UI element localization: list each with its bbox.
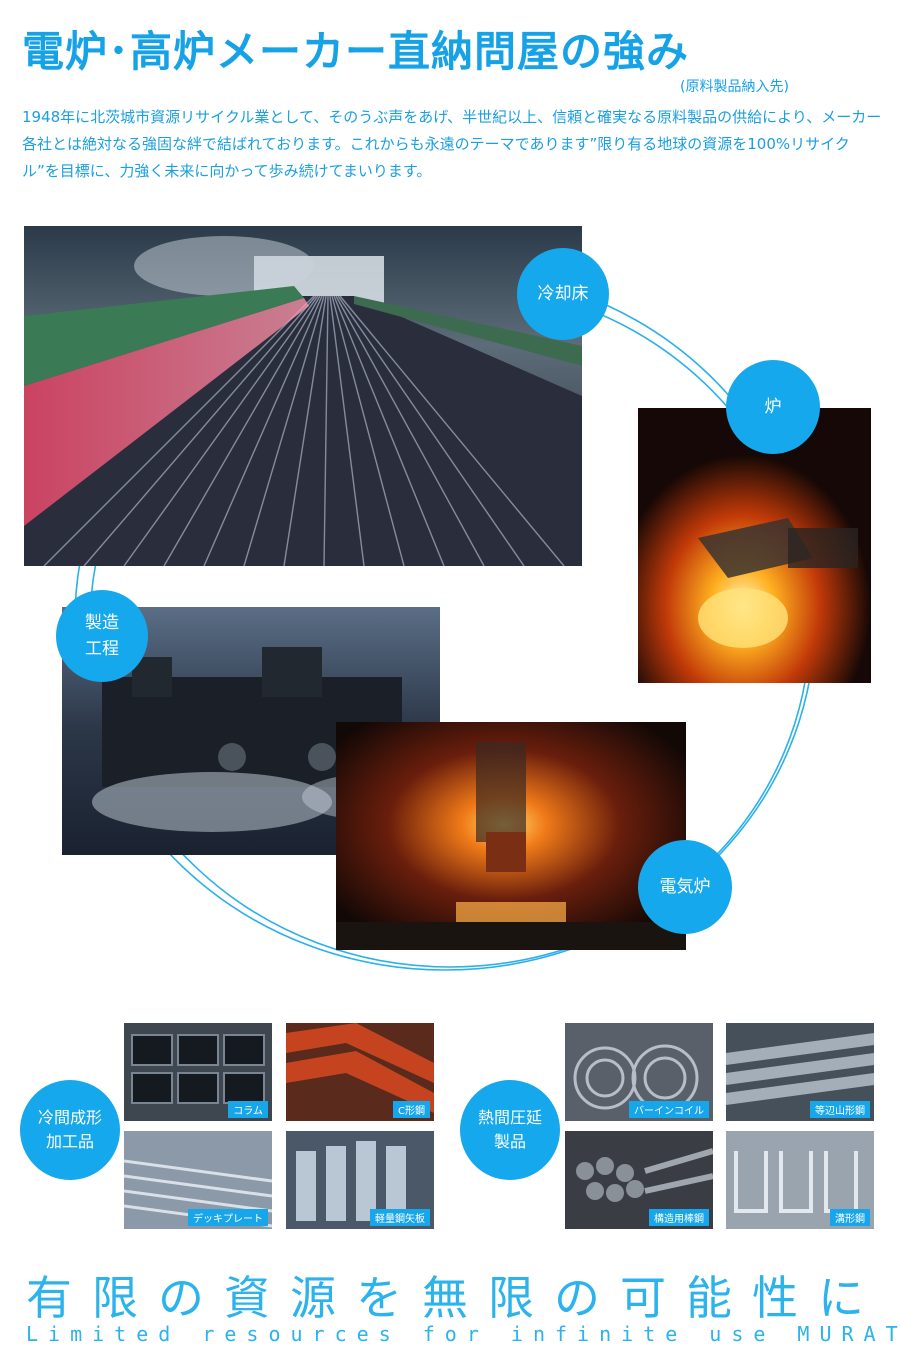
cold-formed-badge: 冷間成形 加工品 (20, 1080, 120, 1180)
product-label: 等辺山形鋼 (810, 1101, 870, 1118)
product-c-channel: C形鋼 (286, 1023, 434, 1121)
product-label: バーインコイル (629, 1101, 709, 1118)
product-structural-bar: 構造用棒鋼 (565, 1131, 713, 1229)
product-channel: 溝形鋼 (726, 1131, 874, 1229)
cooling-bed-label: 冷却床 (537, 284, 589, 304)
hot-rolled-label-2: 製品 (493, 1132, 526, 1151)
product-label: C形鋼 (393, 1101, 430, 1118)
product-bar-in-coil: バーインコイル (565, 1023, 713, 1121)
furnace-photo (638, 408, 871, 683)
electric-furnace-label: 電気炉 (659, 877, 711, 897)
product-equal-angle: 等辺山形鋼 (726, 1023, 874, 1121)
cold-formed-label-2: 加工品 (45, 1132, 94, 1151)
electric-furnace-badge: 電気炉 (638, 840, 732, 934)
slogan: 有限の資源を無限の可能性に (26, 1271, 884, 1325)
product-label: 構造用棒鋼 (649, 1209, 709, 1226)
product-label: デッキプレート (188, 1209, 268, 1226)
cold-formed-label-1: 冷間成形 (37, 1108, 102, 1127)
furnace-label: 炉 (764, 397, 782, 417)
process-label-1: 製造 (85, 613, 119, 633)
electric-furnace-photo (336, 722, 686, 950)
process-label-2: 工程 (85, 639, 119, 659)
furnace-badge: 炉 (726, 360, 820, 454)
hot-rolled-label-1: 熱間圧延 (477, 1108, 542, 1127)
product-light-sheet-pile: 軽量鋼矢板 (286, 1131, 434, 1229)
product-deck-plate: デッキプレート (124, 1131, 272, 1229)
tagline: Limited resources for infinite use MURAT… (26, 1322, 900, 1346)
page-title: 電炉･高炉メーカー直納問屋の強み (22, 27, 690, 76)
product-column: コラム (124, 1023, 272, 1121)
process-badge: 製造 工程 (56, 590, 148, 682)
product-label: 溝形鋼 (830, 1209, 870, 1226)
hot-rolled-badge: 熱間圧延 製品 (460, 1080, 560, 1180)
page-subtitle: (原料製品納入先) (680, 79, 789, 95)
product-label: コラム (228, 1101, 268, 1118)
cooling-bed-badge: 冷却床 (517, 248, 609, 340)
intro-text: 1948年に北茨城市資源リサイクル業として、そのうぶ声をあげ、半世紀以上、信頼と… (22, 108, 882, 180)
cooling-bed-photo (24, 226, 582, 566)
product-label: 軽量鋼矢板 (370, 1209, 430, 1226)
